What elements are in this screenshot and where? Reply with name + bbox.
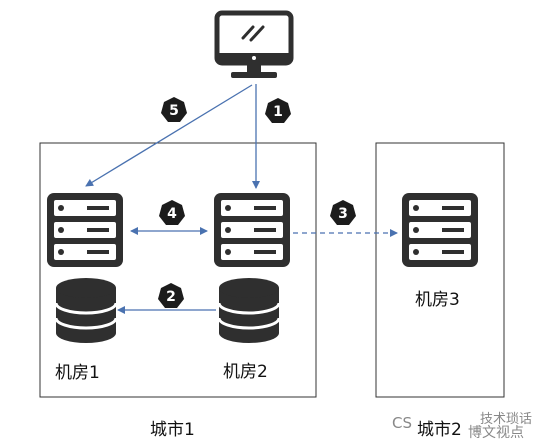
database-icon-room1 [54,278,118,343]
step-badge-1-text: 1 [273,104,283,120]
watermark-left: CS [392,414,412,432]
arrow-step5 [85,84,253,187]
server-icon-room1 [47,193,123,267]
label-room2: 机房2 [223,362,268,382]
step-badge-4-text: 4 [167,206,177,222]
server-icon-room3 [402,193,478,267]
step-badge-2-text: 2 [166,289,176,305]
database-icon-room2 [217,278,281,343]
step-badge-3-text: 3 [338,206,348,222]
step-badge-5: 5 [161,97,187,122]
step-badge-5-text: 5 [169,103,179,119]
label-room1: 机房1 [55,363,100,383]
label-city2: 城市2 [417,420,462,440]
step-badge-3: 3 [330,200,356,225]
label-city1: 城市1 [150,420,195,440]
step-badge-1: 1 [265,98,291,123]
city1-box [39,142,317,398]
watermark-right2: 博文视点 [468,425,524,441]
watermark-right: 技术琐话 [480,412,533,427]
server-icon-room2 [214,193,290,267]
label-room3: 机房3 [415,290,460,310]
city2-box [375,142,505,398]
step-badge-2: 2 [158,283,184,308]
client-monitor-icon [214,10,294,78]
step-badge-4: 4 [159,200,185,225]
